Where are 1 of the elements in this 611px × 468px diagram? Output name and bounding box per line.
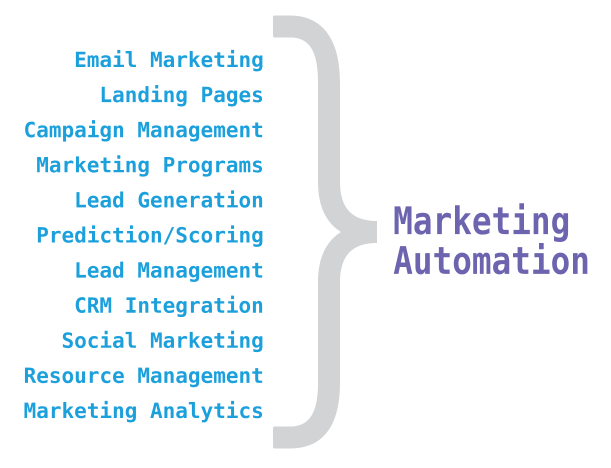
- curly-brace: [273, 16, 377, 448]
